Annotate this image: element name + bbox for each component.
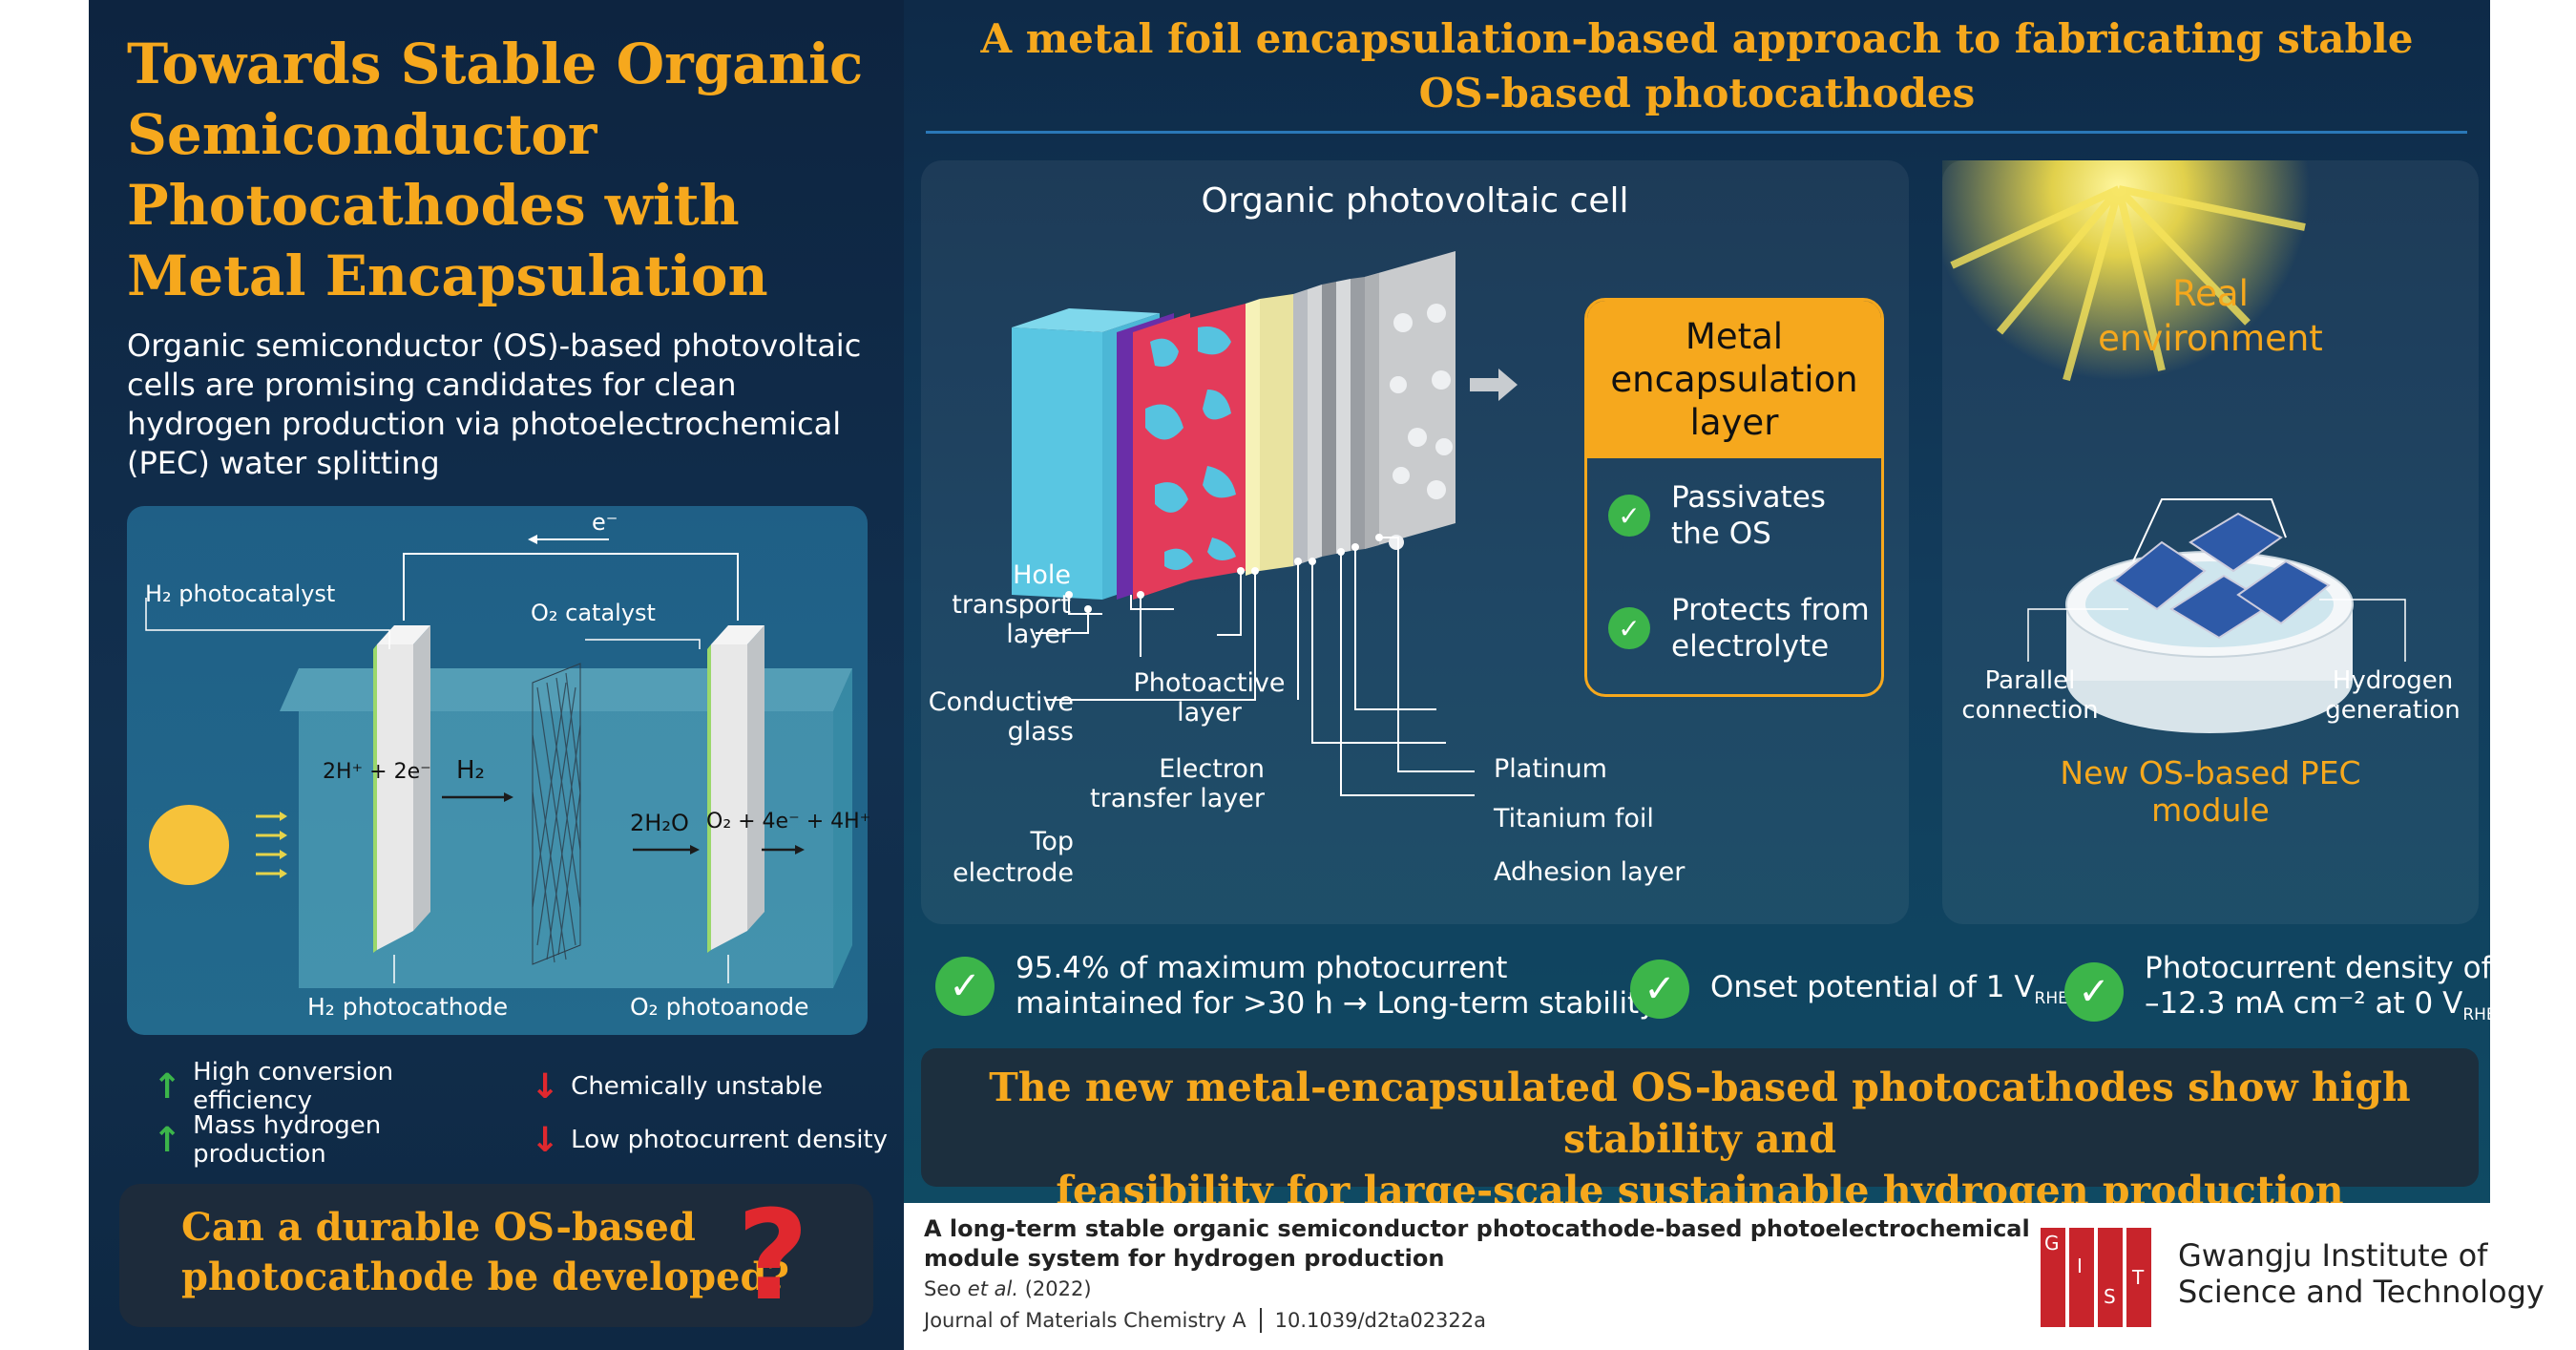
check-icon: ✓ — [1630, 960, 1689, 1019]
arrow-up-icon: ↑ — [153, 1066, 182, 1107]
photoactive-label: Photoactive layer — [1133, 668, 1286, 728]
tank-side — [833, 668, 852, 988]
title-line: Semiconductor — [127, 102, 597, 167]
photocathode-plate — [377, 644, 413, 950]
reaction-o2: O₂ + 4e⁻ + 4H⁺ — [706, 810, 871, 833]
check-icon: ✓ — [935, 957, 995, 1016]
result-item: ✓ Photocurrent density of –12.3 mA cm⁻² … — [2064, 951, 2497, 1033]
paper-journal: Journal of Materials Chemistry A 10.1039… — [924, 1308, 1487, 1333]
check-icon: ✓ — [2064, 962, 2124, 1023]
cons-list: ↓ Chemically unstable ↓ Low photocurrent… — [531, 1062, 893, 1169]
title-line: Towards Stable Organic — [127, 32, 864, 96]
paper-title: A long-term stable organic semiconductor… — [924, 1215, 2030, 1272]
electron-label: e⁻ — [592, 509, 618, 536]
metal-box-item: ✓ Passivates the OS — [1608, 479, 1881, 552]
real-environment-title: Real environment — [2098, 273, 2323, 359]
h2-photocathode-label: H₂ photocathode — [307, 993, 509, 1021]
pec-diagram-art — [145, 535, 852, 988]
photoanode-plate — [711, 644, 747, 950]
solar-panels-icon — [2112, 512, 2331, 640]
conclusion-text: The new metal-encapsulated OS-based phot… — [989, 1065, 2411, 1213]
o2-photoanode-label: O₂ photoanode — [630, 993, 809, 1021]
check-icon: ✓ — [1608, 607, 1650, 649]
platinum-label: Platinum — [1494, 754, 1607, 784]
sun-rays-icon — [1950, 185, 2306, 382]
real-environment-art — [1942, 160, 2406, 733]
membrane — [532, 663, 581, 965]
con-item: ↓ Low photocurrent density — [531, 1120, 889, 1160]
reaction-h2: H₂ — [456, 756, 485, 785]
top-electrode-label: Top electrode — [953, 827, 1074, 888]
metal-box-header: Metal encapsulation layer — [1587, 301, 1881, 458]
h2-photocatalyst-label: H₂ photocatalyst — [145, 580, 336, 607]
arrow-up-icon: ↑ — [153, 1120, 182, 1160]
metal-box-item: ✓ Protects from electrolyte — [1608, 592, 1881, 664]
doi-link[interactable]: 10.1039/d2ta02322a — [1274, 1309, 1487, 1332]
hole-transport-label: Hole transport layer — [952, 560, 1071, 649]
check-icon: ✓ — [1608, 495, 1650, 537]
adhesion-layer-label: Adhesion layer — [1494, 857, 1686, 887]
hydrogen-generation-label: Hydrogen generation — [2325, 666, 2461, 725]
light-rays-icon — [256, 814, 280, 875]
conductive-glass-label: Conductive glass — [928, 687, 1074, 747]
paper-authors: Seo et al. (2022) — [924, 1277, 1092, 1300]
result-item: ✓ 95.4% of maximum photocurrent maintain… — [935, 951, 1657, 1022]
con-item: ↓ Chemically unstable — [531, 1066, 824, 1107]
electron-transfer-label: Electron transfer layer — [1090, 754, 1265, 813]
gist-logo: G I S T — [2041, 1228, 2153, 1327]
sun-icon — [1942, 160, 2310, 380]
parallel-connection-label: Parallel connection — [1961, 666, 2099, 725]
arrow-down-icon: ↓ — [531, 1120, 560, 1160]
arrow-down-icon: ↓ — [531, 1066, 560, 1107]
result-item: ✓ Onset potential of 1 VRHE — [1630, 960, 2068, 1019]
circuit-wire — [403, 553, 739, 621]
title-line: Metal Encapsulation — [127, 243, 768, 308]
question-box — [119, 1184, 873, 1327]
sun-icon — [149, 805, 229, 885]
metal-encapsulation-box: Metal encapsulation layer ✓ Passivates t… — [1584, 298, 1884, 697]
intro-text: Organic semiconductor (OS)-based photovo… — [127, 327, 862, 481]
footer — [904, 1203, 2490, 1350]
separator — [1259, 1308, 1262, 1333]
main-title: Towards Stable Organic Semiconductor Pho… — [127, 29, 890, 311]
reaction-water: 2H₂O — [630, 810, 689, 836]
pro-item: ↑ Mass hydrogen production — [153, 1111, 382, 1169]
question-text: Can a durable OS-based photocathode be d… — [181, 1205, 789, 1299]
section-header: A metal foil encapsulation-based approac… — [980, 15, 2414, 116]
opv-layer-stack — [1012, 251, 1518, 796]
new-module-label: New OS-based PEC module — [2060, 754, 2361, 829]
opv-title: Organic photovoltaic cell — [1201, 181, 1629, 221]
title-line: Photocathodes with — [127, 173, 740, 238]
titanium-foil-label: Titanium foil — [1494, 804, 1654, 833]
o2-catalyst-label: O₂ catalyst — [531, 600, 656, 626]
reaction-h-left: 2H⁺ + 2e⁻ — [323, 760, 431, 784]
conclusion-box — [921, 1048, 2479, 1187]
pros-list: ↑ High conversion efficiency ↑ Mass hydr… — [153, 1058, 515, 1169]
header-divider — [926, 131, 2467, 134]
institute-name: Gwangju Institute of Science and Technol… — [2178, 1237, 2545, 1310]
pro-item: ↑ High conversion efficiency — [153, 1058, 394, 1115]
question-mark-icon: ? — [737, 1183, 809, 1328]
